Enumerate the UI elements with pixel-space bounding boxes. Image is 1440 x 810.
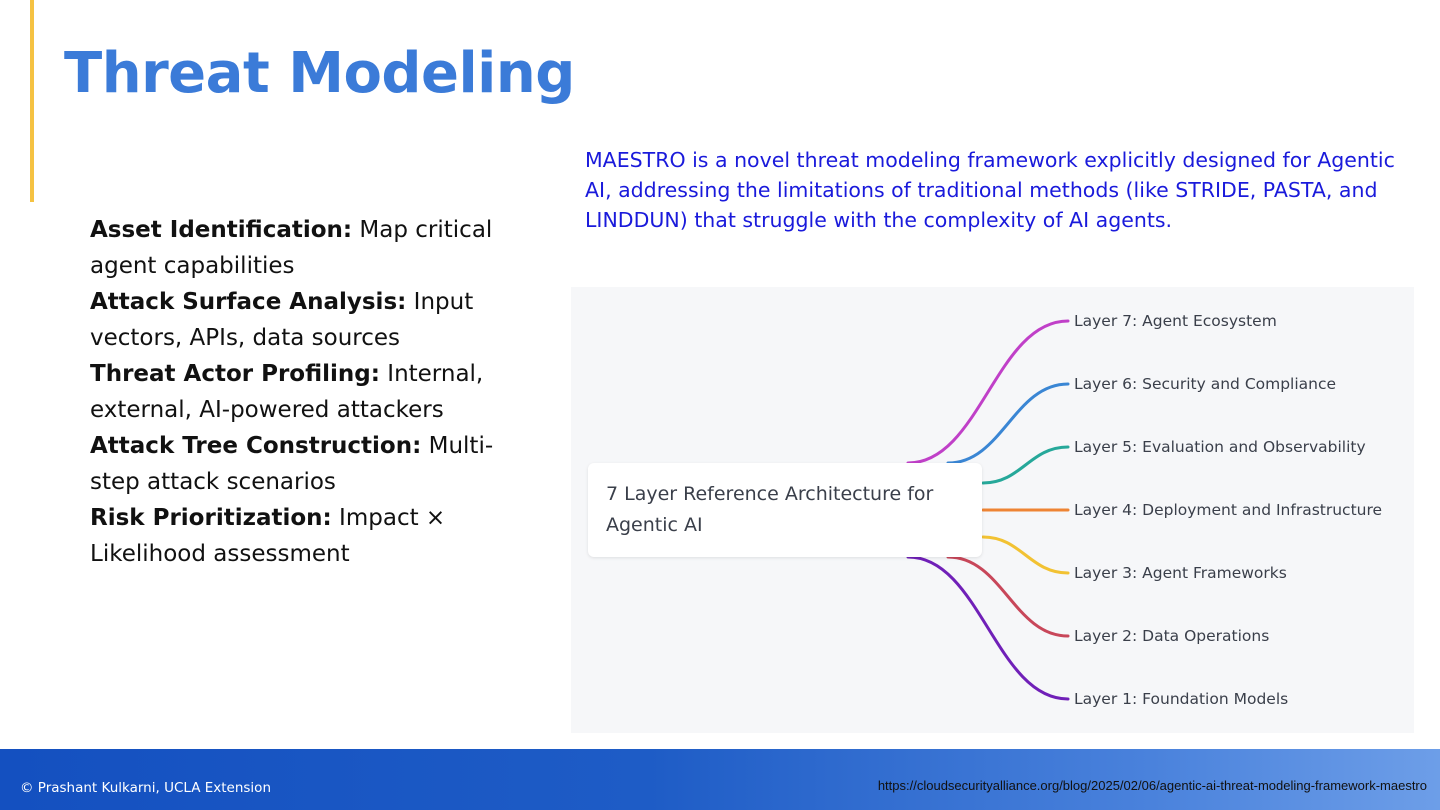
bullet-text: Input vectors, APIs, data sources (90, 289, 474, 351)
footer-bar: © Prashant Kulkarni, UCLA Extension http… (0, 749, 1440, 810)
bullet-list: Asset Identification: Map critical agent… (90, 212, 540, 572)
bullet-term: Attack Surface Analysis: (90, 289, 407, 315)
bullet-term: Threat Actor Profiling: (90, 361, 380, 387)
layer-branch-line (906, 555, 1070, 701)
bullet-text: Map critical agent capabilities (90, 217, 493, 279)
bullet-item: Asset Identification: Map critical agent… (90, 212, 540, 284)
bullet-text: Impact × Likelihood assessment (90, 505, 446, 567)
layer-label: Layer 7: Agent Ecosystem (1074, 312, 1277, 330)
bullet-item: Risk Prioritization: Impact × Likelihood… (90, 500, 540, 572)
layer-branch-line (946, 555, 1070, 638)
layer-branch-line (906, 319, 1070, 465)
layer-label: Layer 5: Evaluation and Observability (1074, 438, 1366, 456)
bullet-term: Risk Prioritization: (90, 505, 332, 531)
slide-title: Threat Modeling (64, 41, 575, 106)
intro-paragraph: MAESTRO is a novel threat modeling frame… (585, 148, 1395, 232)
layer-label: Layer 1: Foundation Models (1074, 690, 1288, 708)
layer-branch-line (981, 445, 1070, 485)
footer-copyright: © Prashant Kulkarni, UCLA Extension (20, 780, 272, 796)
layer-branch-line (946, 382, 1070, 465)
bullet-term: Asset Identification: (90, 217, 353, 243)
layer-label: Layer 3: Agent Frameworks (1074, 564, 1287, 582)
bullet-term: Attack Tree Construction: (90, 433, 422, 459)
layer-label: Layer 6: Security and Compliance (1074, 375, 1336, 393)
bullet-item: Threat Actor Profiling: Internal, extern… (90, 356, 540, 428)
diagram-root-node: 7 Layer Reference Architecture for Agent… (588, 463, 982, 557)
bullet-text: Multi-step attack scenarios (90, 433, 494, 495)
footer-source-url[interactable]: https://cloudsecurityalliance.org/blog/2… (877, 778, 1427, 793)
layer-label: Layer 2: Data Operations (1074, 627, 1269, 645)
layer-label: Layer 4: Deployment and Infrastructure (1074, 501, 1382, 519)
accent-bar (30, 0, 34, 202)
bullet-item: Attack Surface Analysis: Input vectors, … (90, 284, 540, 356)
layer-branch-line (981, 535, 1070, 575)
bullet-item: Attack Tree Construction: Multi-step att… (90, 428, 540, 500)
bullet-text: Internal, external, AI-powered attackers (90, 361, 484, 423)
